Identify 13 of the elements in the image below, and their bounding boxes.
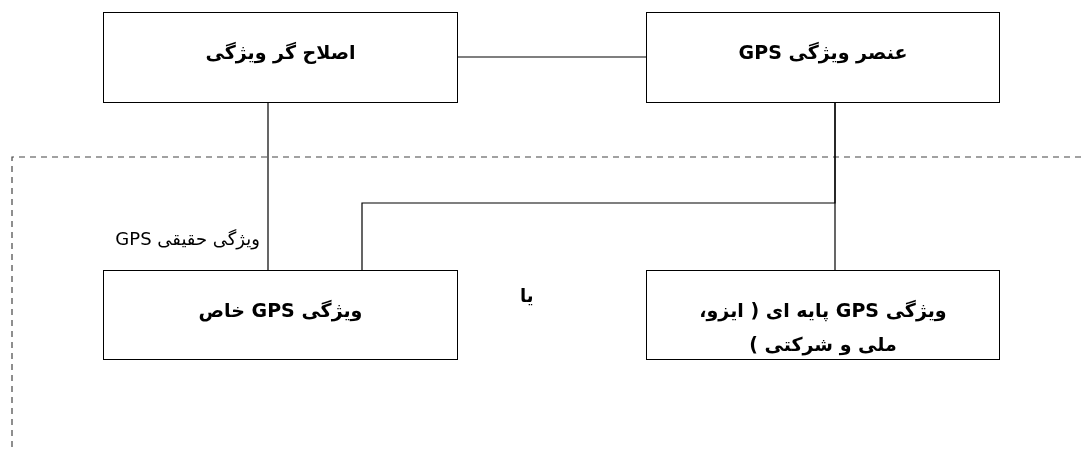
- box-label: ویژگی GPS پایه ای ( ایزو، ملی و شرکتی ): [698, 298, 948, 358]
- edge-label: ویژگی حقیقی GPS: [115, 228, 260, 249]
- process-box: [646, 12, 1000, 103]
- box-label: ویژگی GPS خاص: [197, 298, 364, 324]
- process-box: [646, 270, 1000, 360]
- connector-line: [834, 102, 836, 271]
- process-box: [103, 12, 458, 103]
- box-label: اصلاح گر ویژگی: [204, 40, 357, 66]
- box-label: عنصر ویژگی GPS: [737, 40, 909, 66]
- process-box: [103, 270, 458, 360]
- connector-line: [457, 56, 647, 58]
- note-text: یا: [520, 285, 534, 306]
- connector-line: [267, 102, 269, 271]
